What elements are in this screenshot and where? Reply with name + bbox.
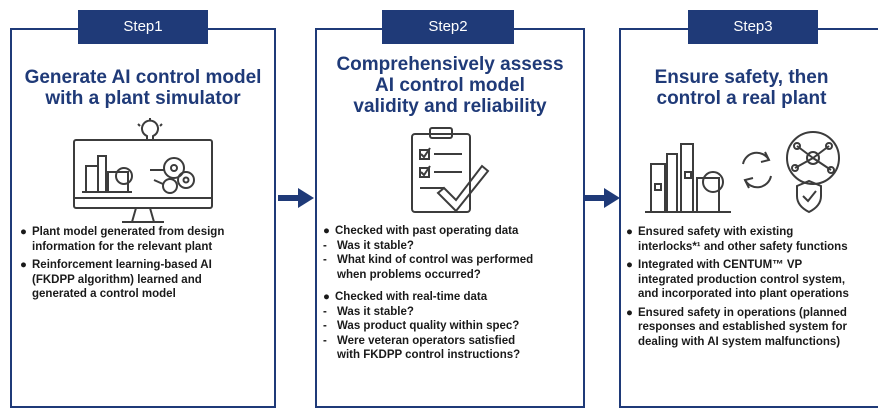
list-item-text: when problems occurred?: [337, 268, 481, 281]
checklist-clipboard-icon: [411, 127, 490, 213]
list-item-text: Were veteran operators satisfied: [337, 334, 516, 347]
list-item-text: Checked with real-time data: [335, 291, 488, 303]
step2-title: Comprehensively assess AI control model …: [315, 54, 585, 117]
list-item: (FKDPP algorithm) learned and: [20, 273, 224, 288]
list-item: -Was it stable?: [323, 239, 414, 252]
step3-tab: Step3: [688, 10, 818, 44]
list-item-text: interlocks*¹ and other safety functions: [638, 240, 848, 253]
list-item-text: Reinforcement learning-based AI: [32, 259, 212, 271]
list-item: -Was product quality within spec?: [323, 320, 520, 332]
list-item-text: Was product quality within spec?: [337, 320, 520, 332]
step2-title-line: validity and reliability: [353, 96, 547, 117]
list-item: ●Checked with past operating data: [323, 225, 519, 237]
list-item: -Was it stable?: [323, 305, 414, 318]
list-item: and incorporated into plant operations: [626, 287, 849, 302]
list-item: -What kind of control was performed: [323, 254, 534, 266]
list-item: ●Ensured safety in operations (planned: [626, 306, 847, 319]
step1-title-line: with a plant simulator: [45, 88, 241, 109]
list-item: ●Reinforcement learning-based AI: [20, 259, 212, 271]
list-item-text: information for the relevant plant: [32, 240, 213, 253]
step1-bullets: ●Plant model generated from design infor…: [20, 225, 224, 302]
step2-title-line: AI control model: [375, 75, 525, 96]
step1-title-line: Generate AI control model: [24, 67, 262, 88]
list-item: with FKDPP control instructions?: [323, 348, 533, 363]
step2-panel: [315, 28, 585, 408]
list-item-text: Integrated with CENTUM™ VP: [638, 259, 803, 271]
list-item: interlocks*¹ and other safety functions: [626, 240, 849, 255]
list-item-text: responses and established system for: [638, 321, 847, 333]
list-item: when problems occurred?: [323, 268, 533, 283]
list-item: ●Checked with real-time data: [323, 291, 488, 303]
list-item-text: dealing with AI system malfunctions): [638, 335, 841, 348]
step3-title-line: Ensure safety, then: [654, 67, 829, 88]
right-arrow-icon: [584, 188, 620, 208]
list-item-text: (FKDPP algorithm) learned and: [32, 273, 202, 286]
list-item: integrated production control system,: [626, 273, 849, 288]
list-item-text: Was it stable?: [337, 239, 414, 252]
step3-title: Ensure safety, then control a real plant: [619, 67, 864, 109]
list-item-text: Was it stable?: [337, 305, 414, 318]
step3-bullets: ●Ensured safety with existing interlocks…: [626, 225, 849, 349]
step3-title-line: control a real plant: [656, 88, 827, 109]
list-item-text: Plant model generated from design: [32, 226, 225, 238]
list-item: information for the relevant plant: [20, 240, 224, 255]
step2-title-line: Comprehensively assess: [336, 54, 564, 75]
step3-panel: [619, 28, 878, 408]
list-item: generated a control model: [20, 287, 224, 302]
list-item-text: Ensured safety in operations (planned: [638, 306, 847, 319]
step1-tab: Step1: [78, 10, 208, 44]
list-item: dealing with AI system malfunctions): [626, 335, 849, 350]
list-item-text: with FKDPP control instructions?: [337, 349, 521, 361]
list-item: ●Plant model generated from design: [20, 226, 225, 238]
list-item-text: Ensured safety with existing: [638, 226, 794, 238]
list-item: -Were veteran operators satisfied: [323, 334, 516, 347]
list-item-text: What kind of control was performed: [337, 254, 534, 266]
list-item-text: Checked with past operating data: [335, 225, 519, 237]
list-item-text: and incorporated into plant operations: [638, 288, 849, 300]
list-item: ●Ensured safety with existing: [626, 226, 794, 238]
step2-tab: Step2: [382, 10, 514, 44]
list-item-text: integrated production control system,: [638, 273, 846, 286]
monitor-plant-brain-icon: [73, 118, 213, 223]
step2-bullets: ●Checked with past operating data -Was i…: [323, 224, 533, 363]
list-item: ●Integrated with CENTUM™ VP: [626, 259, 803, 271]
plant-cycle-brain-shield-icon: [645, 131, 840, 214]
step1-panel: [10, 28, 276, 408]
list-item: responses and established system for: [626, 320, 849, 335]
list-item-text: generated a control model: [32, 288, 176, 300]
right-arrow-icon: [278, 188, 314, 208]
step1-title: Generate AI control model with a plant s…: [10, 67, 276, 109]
